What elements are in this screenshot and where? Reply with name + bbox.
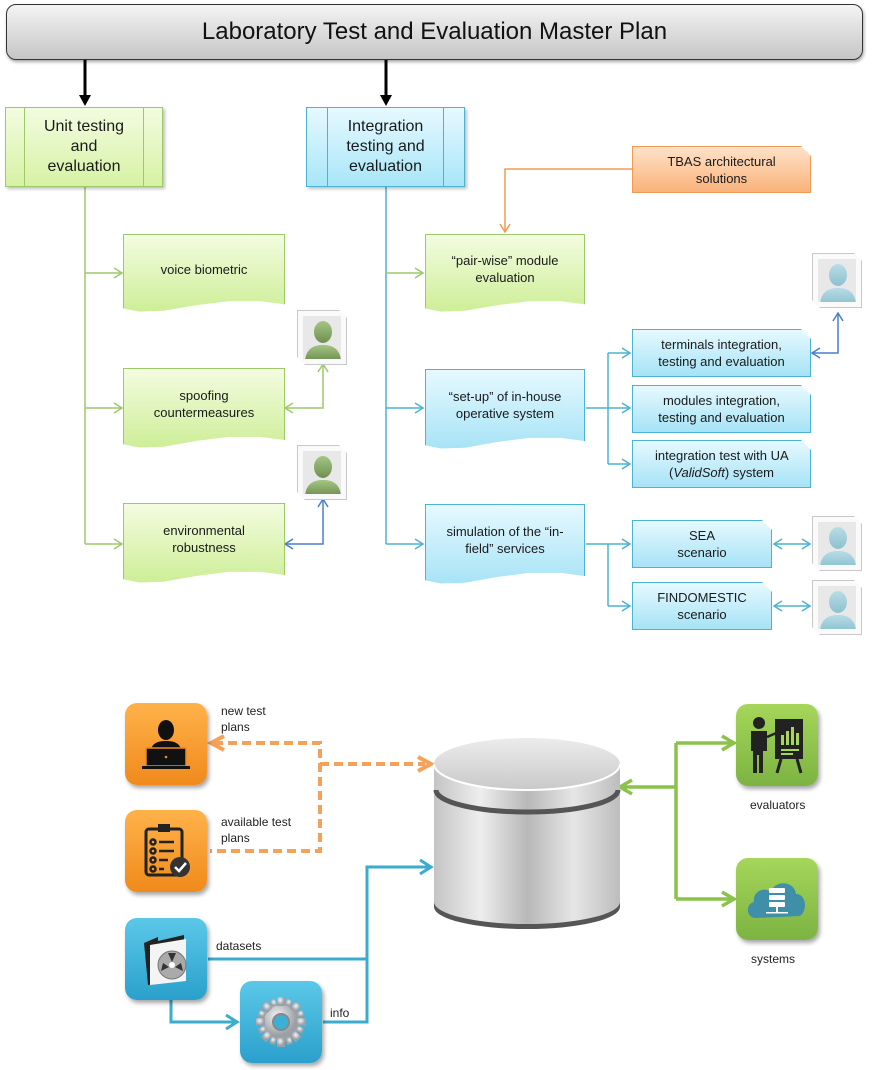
voice-biometric-label: voice biometric bbox=[160, 261, 248, 277]
environmental-node[interactable]: environmental robustness bbox=[123, 503, 285, 583]
validsoft-node[interactable]: integration test with UA (ValidSoft) sys… bbox=[632, 440, 811, 488]
evaluators-label: evaluators bbox=[750, 798, 806, 812]
pairwise-node[interactable]: “pair-wise” module evaluation bbox=[425, 234, 585, 312]
terminals-node[interactable]: terminals integration, testing and evalu… bbox=[632, 329, 811, 377]
cloud-server-icon bbox=[747, 883, 805, 918]
user-avatar-terminals[interactable] bbox=[812, 253, 862, 308]
spoofing-node[interactable]: spoofing countermeasures bbox=[123, 368, 285, 448]
gear-icon bbox=[256, 997, 306, 1047]
page-title: Laboratory Test and Evaluation Master Pl… bbox=[6, 4, 863, 60]
user-avatar-environmental[interactable] bbox=[297, 445, 347, 500]
user-icon bbox=[818, 586, 856, 629]
available-test-plans-tile[interactable] bbox=[125, 810, 207, 892]
datasets-label: datasets bbox=[216, 939, 262, 953]
user-icon bbox=[303, 451, 341, 494]
info-label: info bbox=[330, 1006, 350, 1020]
simulation-label: simulation of the “in-field” services bbox=[446, 524, 564, 556]
sea-scenario-label: SEA scenario bbox=[677, 528, 727, 560]
user-avatar-spoofing[interactable] bbox=[297, 310, 347, 365]
terminals-avatar-link bbox=[810, 311, 844, 359]
voice-biometric-node[interactable]: voice biometric bbox=[123, 234, 285, 312]
user-avatar-sea[interactable] bbox=[812, 516, 862, 571]
unit-testing-label: Unit testing and evaluation bbox=[43, 118, 125, 175]
modules-node[interactable]: modules integration, testing and evaluat… bbox=[632, 385, 811, 433]
tbas-link bbox=[499, 168, 632, 234]
modules-label: modules integration, testing and evaluat… bbox=[658, 393, 785, 425]
tbas-label: TBAS architectural solutions bbox=[667, 153, 776, 186]
datasets-tile[interactable] bbox=[125, 918, 207, 1000]
info-processor-tile[interactable] bbox=[240, 981, 322, 1063]
user-icon bbox=[303, 316, 341, 359]
env-avatar-link bbox=[283, 497, 329, 550]
user-icon bbox=[818, 522, 856, 565]
user-icon bbox=[818, 259, 856, 302]
pairwise-label: “pair-wise” module evaluation bbox=[451, 253, 559, 285]
clipboard-checklist-icon bbox=[144, 824, 190, 877]
tbas-node[interactable]: TBAS architectural solutions bbox=[632, 146, 811, 193]
systems-tile[interactable] bbox=[736, 858, 818, 940]
developer-laptop-icon bbox=[142, 720, 190, 769]
evaluator-system-flows bbox=[622, 741, 732, 901]
new-test-plans-tile[interactable] bbox=[125, 703, 207, 785]
presenter-chart-icon bbox=[751, 717, 803, 774]
evaluators-tile[interactable] bbox=[736, 704, 818, 786]
user-avatar-findomestic[interactable] bbox=[812, 580, 862, 635]
pairwise-link bbox=[386, 267, 425, 279]
setup-label: “set-up” of in-house operative system bbox=[448, 389, 562, 421]
database-repository[interactable] bbox=[432, 722, 622, 932]
simulation-node[interactable]: simulation of the “in-field” services bbox=[425, 504, 585, 584]
terminals-label: terminals integration, testing and evalu… bbox=[658, 337, 785, 369]
integration-testing-node[interactable]: Integration testing and evaluation bbox=[306, 107, 465, 187]
available-test-plans-label: available test plans bbox=[221, 815, 292, 845]
spoofing-label: spoofing countermeasures bbox=[153, 388, 255, 420]
folder-disc-icon bbox=[144, 935, 187, 985]
setup-node[interactable]: “set-up” of in-house operative system bbox=[425, 369, 585, 449]
systems-label: systems bbox=[751, 952, 796, 966]
environmental-label: environmental robustness bbox=[163, 523, 245, 555]
findomestic-scenario-node[interactable]: FINDOMESTIC scenario bbox=[632, 582, 772, 630]
sea-scenario-node[interactable]: SEA scenario bbox=[632, 520, 772, 568]
unit-testing-node[interactable]: Unit testing and evaluation bbox=[5, 107, 163, 187]
database-icon bbox=[433, 738, 621, 929]
new-test-plans-label: new test plans bbox=[221, 704, 266, 734]
integration-testing-label: Integration testing and evaluation bbox=[346, 118, 425, 175]
validsoft-label: integration test with UA (ValidSoft) sys… bbox=[655, 448, 788, 480]
findomestic-scenario-label: FINDOMESTIC scenario bbox=[657, 590, 747, 622]
